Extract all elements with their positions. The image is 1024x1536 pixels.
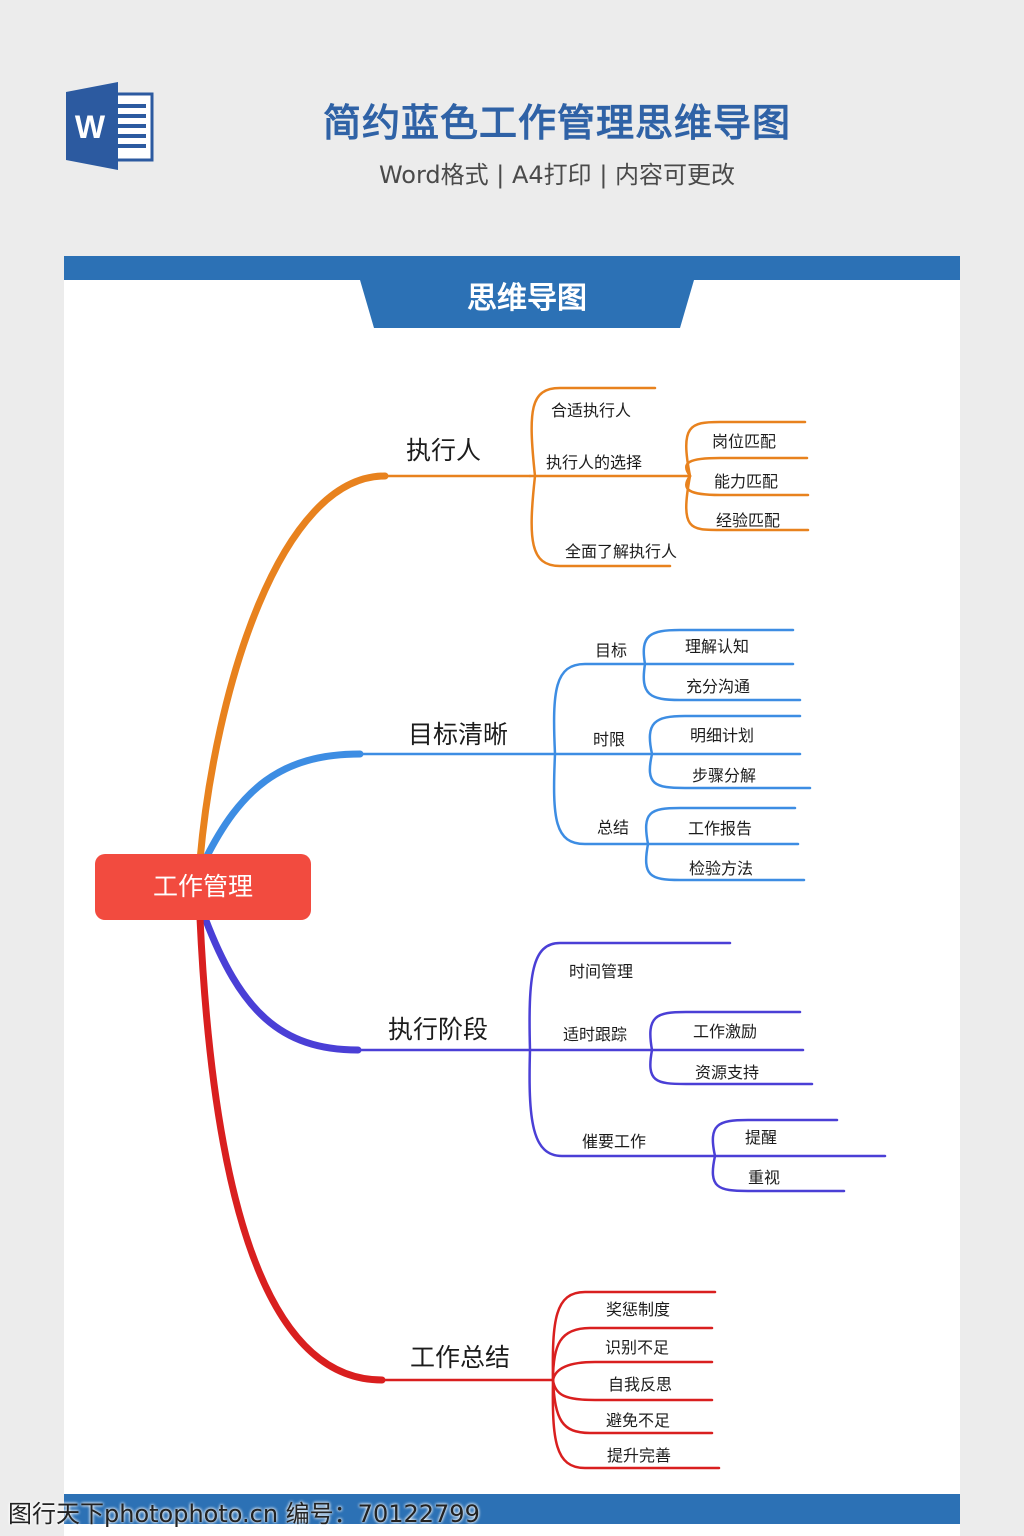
- leaf-label: 重视: [748, 1168, 781, 1187]
- section-banner-label: 思维导图: [467, 281, 587, 316]
- leaf-label: 明细计划: [690, 726, 755, 745]
- leaf-label: 工作激励: [693, 1022, 758, 1041]
- subnode-label: 全面了解执行人: [565, 542, 678, 561]
- subnode-label: 提升完善: [607, 1446, 672, 1465]
- branch-jieduan-lines: [201, 914, 887, 1193]
- section-banner: [360, 280, 694, 328]
- leaf-label: 工作报告: [688, 819, 753, 838]
- subnode-label: 催要工作: [582, 1132, 647, 1151]
- footer-bar: [64, 1494, 960, 1524]
- leaf-label: 提醒: [745, 1128, 778, 1147]
- subnode-label: 避免不足: [606, 1411, 671, 1430]
- leaf-label: 能力匹配: [714, 472, 779, 491]
- subnode-label: 时限: [593, 730, 626, 749]
- leaf-label: 充分沟通: [686, 677, 751, 696]
- subnode-label: 时间管理: [569, 962, 634, 981]
- leaf-label: 岗位匹配: [712, 432, 777, 451]
- subnode-label: 目标: [595, 641, 628, 660]
- leaf-label: 检验方法: [689, 859, 754, 878]
- leaf-label: 经验匹配: [716, 511, 781, 530]
- page-title: 简约蓝色工作管理思维导图: [322, 101, 791, 145]
- page-subtitle: Word格式 | A4打印 | 内容可更改: [378, 161, 736, 189]
- word-logo-letter: W: [75, 109, 106, 145]
- subnode-label: 合适执行人: [551, 401, 632, 420]
- branch-zongjie-lines: [196, 914, 721, 1470]
- leaf-label: 步骤分解: [692, 766, 757, 785]
- mindmap-root-node: 工作管理: [95, 854, 311, 920]
- leaf-label: 理解认知: [685, 637, 750, 656]
- branch-label: 工作总结: [410, 1343, 511, 1372]
- subnode-label: 总结: [597, 818, 630, 837]
- branch-label: 执行阶段: [388, 1015, 489, 1044]
- subnode-label: 自我反思: [608, 1375, 673, 1394]
- leaf-label: 资源支持: [695, 1063, 760, 1082]
- subnode-label: 适时跟踪: [563, 1025, 628, 1044]
- subnode-label: 奖惩制度: [606, 1300, 671, 1319]
- branch-zhixingren-lines: [196, 386, 810, 864]
- branch-label: 目标清晰: [408, 720, 509, 749]
- branch-mubiao-lines: [201, 628, 812, 882]
- branch-label: 执行人: [406, 436, 482, 465]
- subnode-label: 执行人的选择: [546, 453, 643, 472]
- subnode-label: 识别不足: [605, 1338, 670, 1357]
- word-logo-icon: W: [66, 82, 154, 170]
- watermark-text: 图行天下photophoto.cn 编号：70122799: [8, 1500, 480, 1528]
